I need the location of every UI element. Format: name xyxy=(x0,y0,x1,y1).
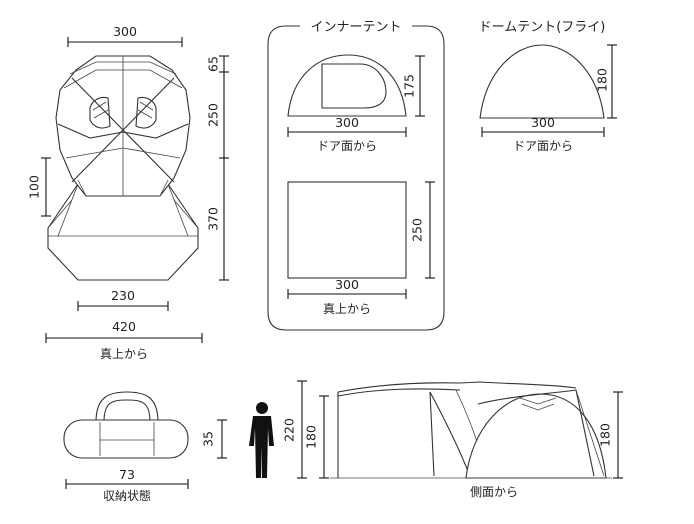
dome-fly-width-label: 300 xyxy=(531,115,555,130)
top-view-dim-420: 420 xyxy=(45,319,203,343)
inner-tent-front-caption: ドア面から xyxy=(317,139,377,153)
tarp-outline xyxy=(47,183,199,281)
inner-tent-height-dim: 175 xyxy=(402,55,425,117)
storage-bag-body xyxy=(63,419,189,459)
top-view-depth-dims: 65 250 370 xyxy=(206,55,229,281)
top-view: 300 65 250 370 xyxy=(27,24,229,361)
storage-length-label: 73 xyxy=(119,467,135,482)
dim-100-label: 100 xyxy=(27,175,42,199)
storage-height-label: 35 xyxy=(201,431,216,447)
dome-window-right xyxy=(135,96,157,129)
dim-65-label: 65 xyxy=(206,56,221,72)
dome-fly-view: ドームテント(フライ) 180 300 ドア面から xyxy=(479,20,617,153)
top-view-dim-230: 230 xyxy=(77,288,169,311)
inner-tent-floor xyxy=(287,181,407,279)
top-view-caption: 真上から xyxy=(100,347,148,361)
side-220-label: 220 xyxy=(282,418,297,442)
storage-bag-handle xyxy=(95,391,159,423)
top-view-dim-100: 100 xyxy=(27,157,51,217)
side-view-caption: 側面から xyxy=(470,485,518,499)
dim-250-label: 250 xyxy=(206,103,221,127)
inner-tent-top-width-label: 300 xyxy=(335,277,359,292)
tarp-roof xyxy=(337,381,577,393)
person-height-dim: 220 xyxy=(282,380,307,479)
storage-height-dim: 35 xyxy=(201,419,227,459)
pole-height-dim: 180 xyxy=(304,395,329,479)
inner-tent-panel: インナーテント 175 300 ドア面から 250 xyxy=(267,20,445,331)
storage-bag-view: 35 73 収納状態 xyxy=(63,391,227,503)
inner-tent-top-width-dim: 300 xyxy=(287,277,407,299)
dome-fly-height-dim: 180 xyxy=(595,44,617,119)
dome-fly-caption: ドア面から xyxy=(513,139,573,153)
dome-fly-title: ドームテント(フライ) xyxy=(479,20,606,35)
dome-fly-height-label: 180 xyxy=(595,68,610,92)
dim-420-label: 420 xyxy=(112,319,136,334)
dome-fly-shape xyxy=(479,44,605,119)
dome-height-dim: 180 xyxy=(598,391,623,479)
inner-tent-title: インナーテント xyxy=(310,20,401,35)
side-dome xyxy=(465,393,607,479)
inner-tent-frame xyxy=(267,25,445,331)
person-silhouette xyxy=(249,402,274,478)
inner-tent-depth-label: 250 xyxy=(410,218,425,242)
dim-230-label: 230 xyxy=(111,288,135,303)
dim-370-label: 370 xyxy=(206,207,221,231)
dome-window-left xyxy=(89,96,111,129)
inner-tent-door xyxy=(321,63,387,109)
storage-caption: 収納状態 xyxy=(103,488,151,503)
top-view-width-label: 300 xyxy=(113,24,137,39)
side-view: 220 180 180 側面から xyxy=(249,380,623,499)
inner-tent-front-width-dim: 300 xyxy=(287,115,407,137)
inner-tent-front-width-label: 300 xyxy=(335,115,359,130)
storage-length-dim: 73 xyxy=(65,467,189,489)
inner-tent-depth-dim: 250 xyxy=(410,181,435,279)
side-180-pole-label: 180 xyxy=(304,425,319,449)
inner-tent-height-label: 175 xyxy=(402,74,417,98)
side-180-dome-label: 180 xyxy=(598,423,613,447)
dome-fly-width-dim: 300 xyxy=(481,115,605,137)
top-view-width-dim: 300 xyxy=(67,24,183,47)
inner-tent-top-caption: 真上から xyxy=(323,302,371,316)
